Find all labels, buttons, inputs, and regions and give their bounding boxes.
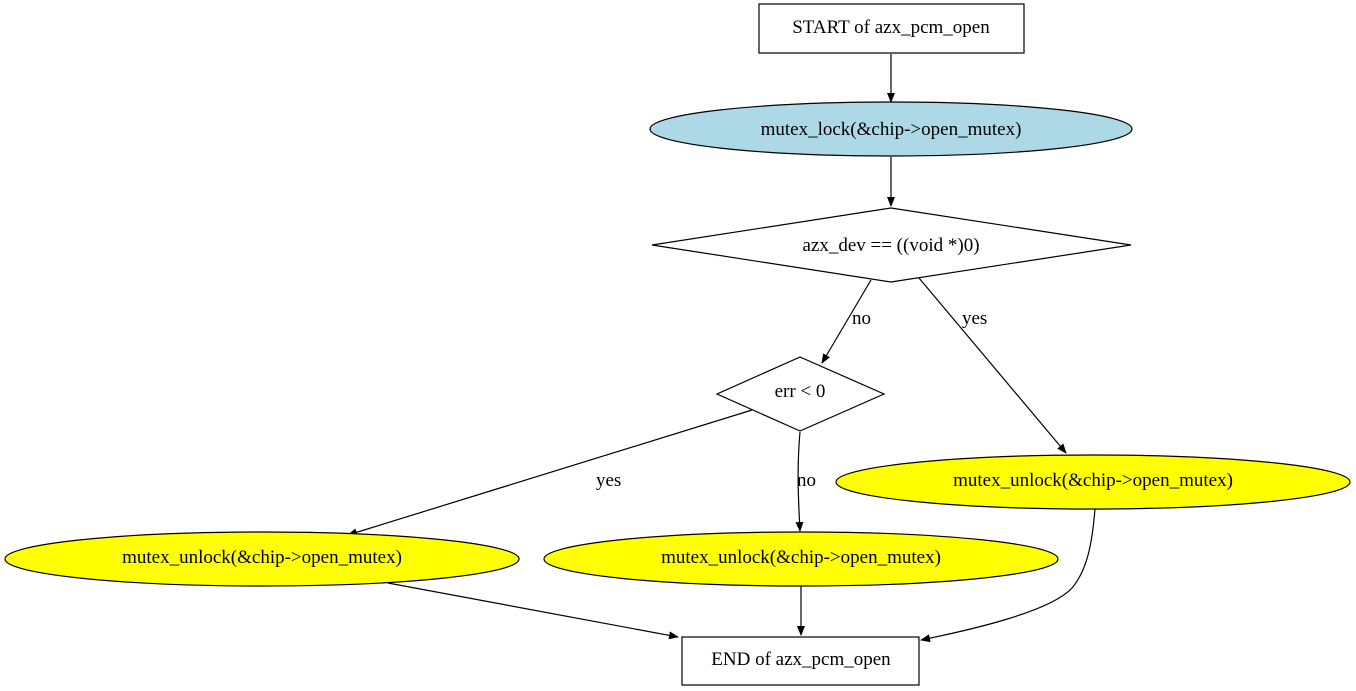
edge-label-err-no: no <box>797 470 816 491</box>
node-cond-err: err < 0 <box>715 356 886 432</box>
node-cond-dev: azx_dev == ((void *)0) <box>651 207 1132 283</box>
edge-label-dev-no: no <box>852 308 871 329</box>
edge-cond-err-no <box>795 431 804 532</box>
cond-dev-label: azx_dev == ((void *)0) <box>802 235 979 256</box>
edge-cond-err-yes <box>347 409 753 537</box>
node-unlock-right: mutex_unlock(&chip->open_mutex) <box>835 454 1351 510</box>
edge-labels: no yes yes no <box>596 308 987 491</box>
start-label: START of azx_pcm_open <box>792 17 990 38</box>
unlock-right-label: mutex_unlock(&chip->open_mutex) <box>953 470 1233 491</box>
lock-ellipse <box>649 101 1133 157</box>
unlock-left-ellipse <box>4 531 520 587</box>
node-lock: mutex_lock(&chip->open_mutex) <box>649 101 1133 157</box>
edge-unlock-right-to-end <box>920 508 1096 643</box>
node-unlock-middle: mutex_unlock(&chip->open_mutex) <box>543 531 1059 587</box>
lock-label: mutex_lock(&chip->open_mutex) <box>761 119 1022 140</box>
edges <box>347 54 1096 643</box>
node-end: END of azx_pcm_open <box>681 636 920 686</box>
edge-unlock-left-to-end <box>387 582 679 640</box>
node-start: START of azx_pcm_open <box>758 3 1025 54</box>
edge-cond-dev-no <box>821 279 872 364</box>
unlock-middle-label: mutex_unlock(&chip->open_mutex) <box>661 547 941 568</box>
unlock-left-label: mutex_unlock(&chip->open_mutex) <box>122 547 402 568</box>
cond-dev-diamond <box>651 207 1132 283</box>
node-unlock-left: mutex_unlock(&chip->open_mutex) <box>4 531 520 587</box>
edge-cond-dev-yes <box>918 277 1067 454</box>
cond-err-diamond <box>715 356 886 432</box>
unlock-middle-ellipse <box>543 531 1059 587</box>
end-box <box>681 636 920 686</box>
end-label: END of azx_pcm_open <box>711 649 891 670</box>
cond-err-label: err < 0 <box>775 381 826 402</box>
unlock-right-ellipse <box>835 454 1351 510</box>
start-box <box>758 3 1025 54</box>
edge-label-err-yes: yes <box>596 470 621 491</box>
edge-label-dev-yes: yes <box>962 308 987 329</box>
